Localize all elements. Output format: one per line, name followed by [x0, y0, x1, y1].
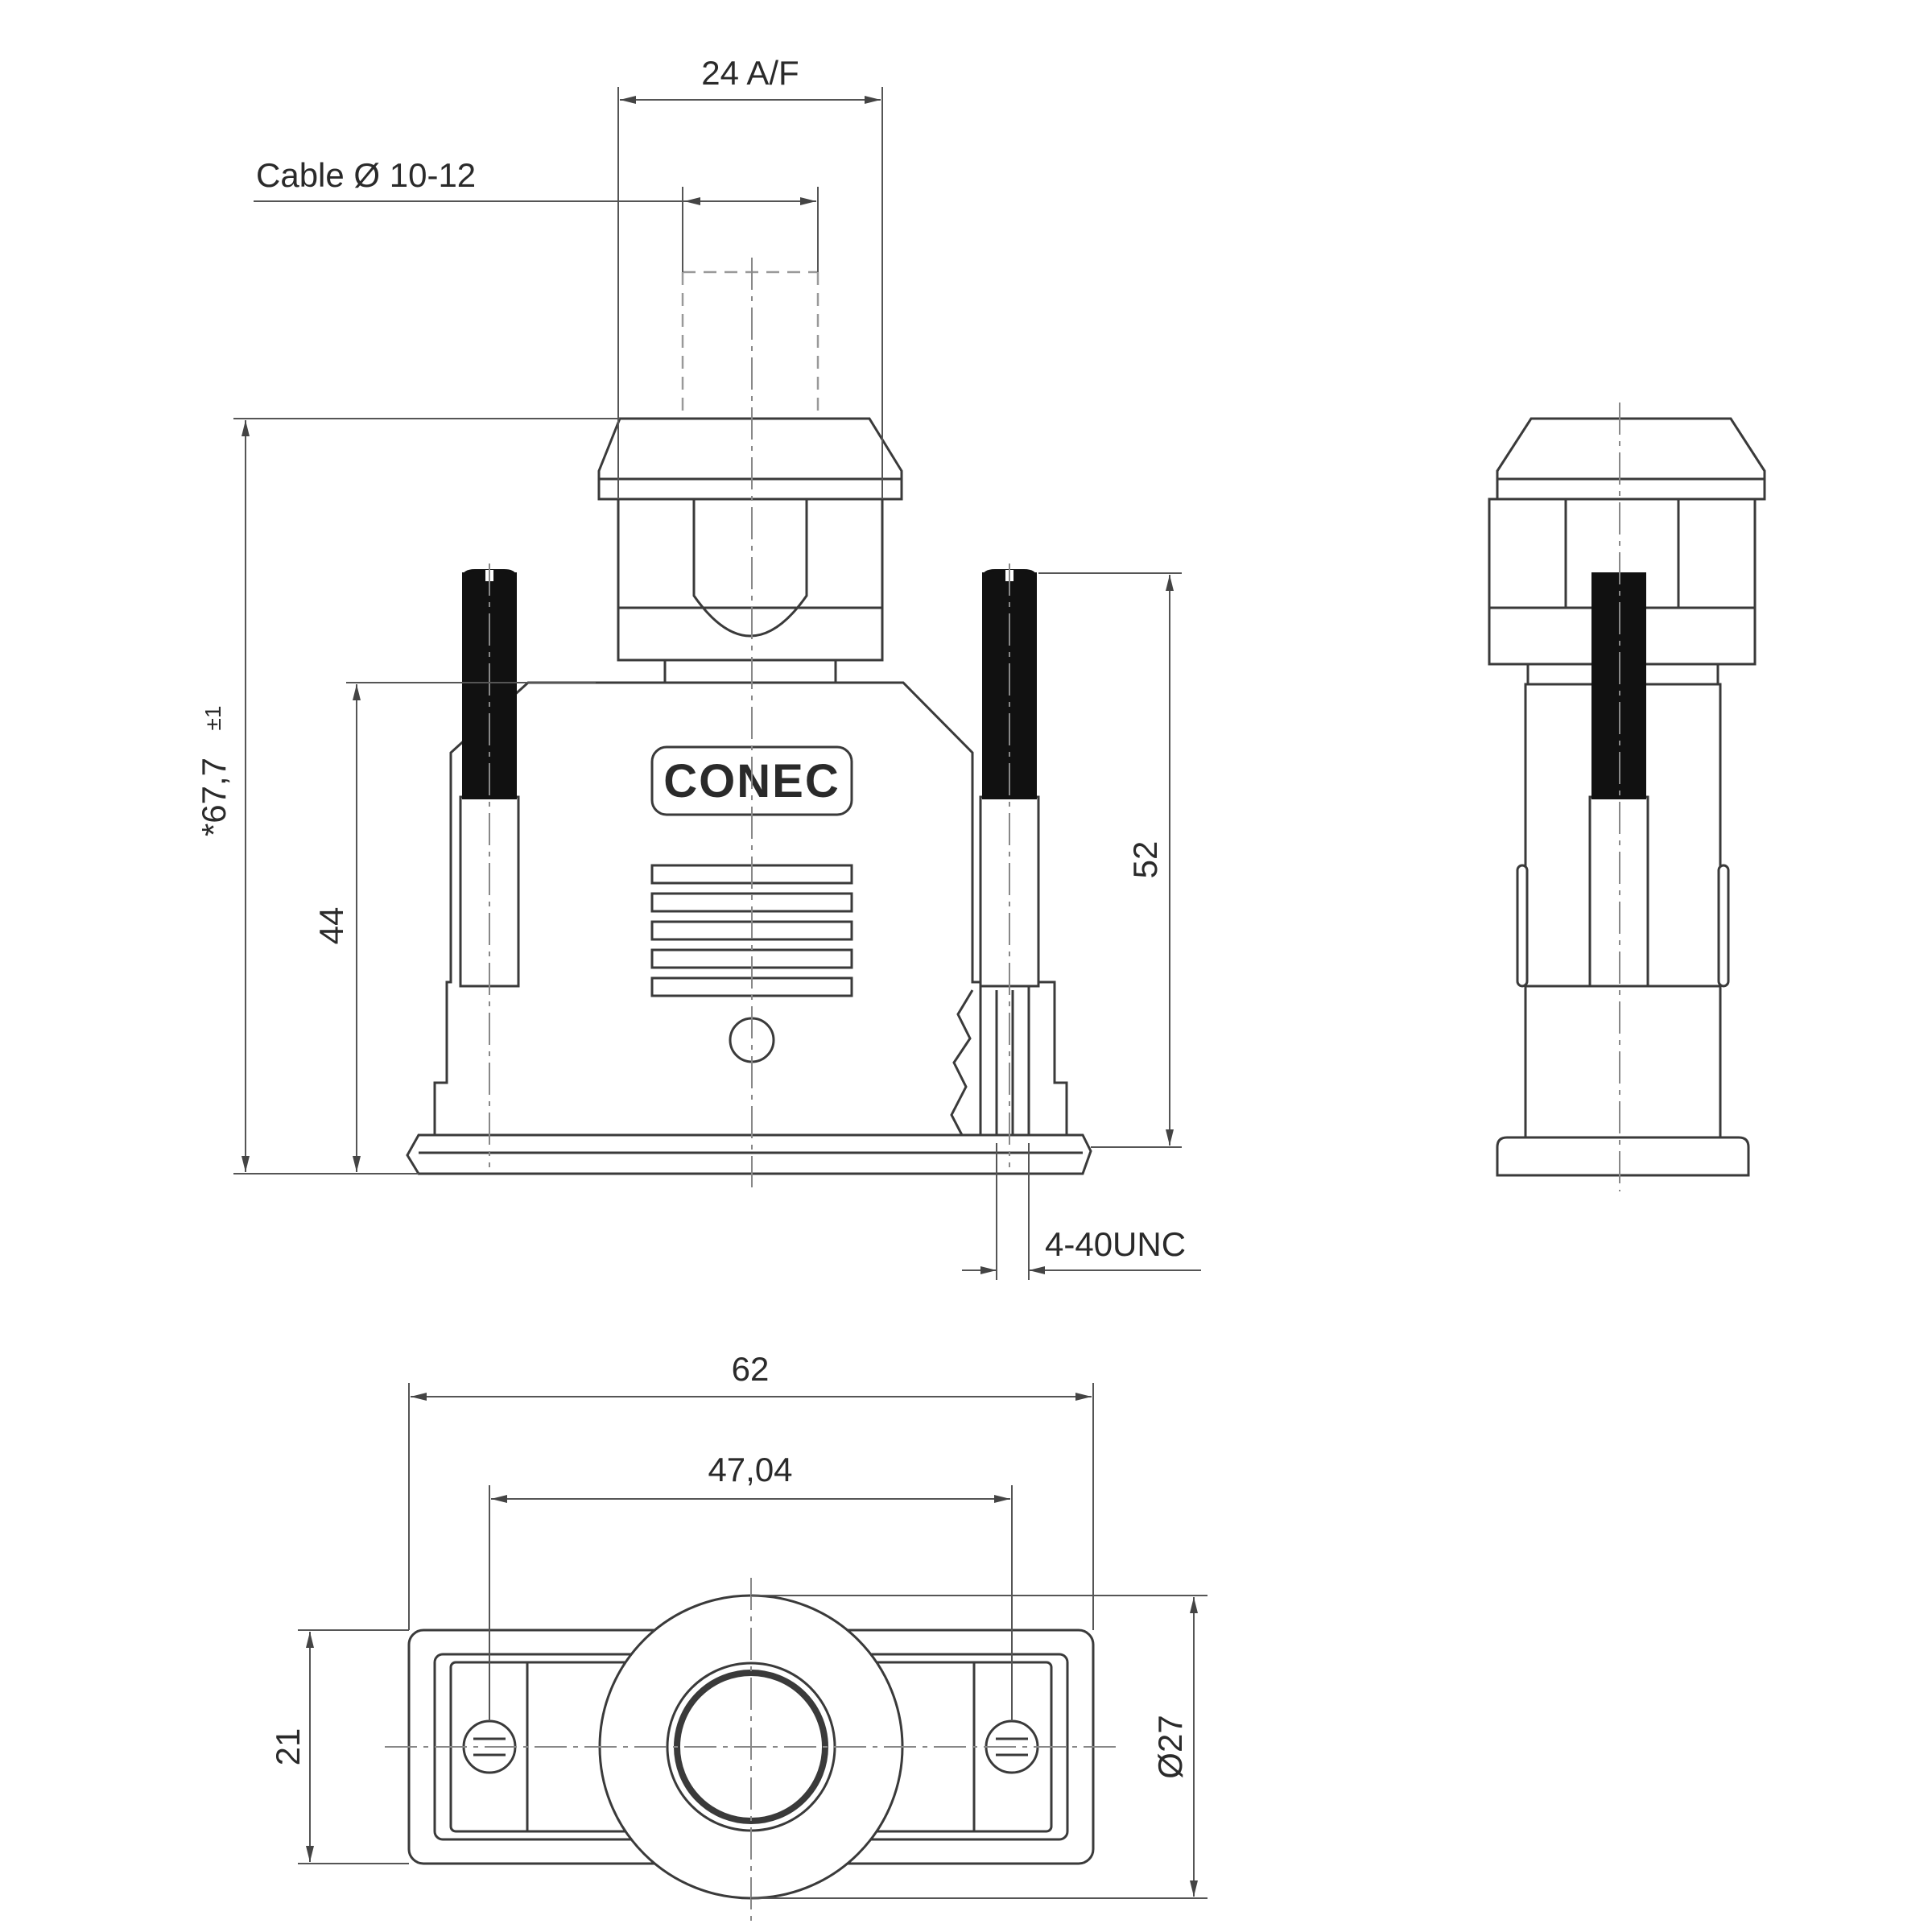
dimension-lines — [233, 87, 1208, 1899]
dim-shell-height-label: 44 — [312, 907, 350, 945]
dim-screw-height-label: 52 — [1126, 841, 1164, 879]
dim-depth-label: 21 — [269, 1728, 307, 1766]
bottom-view — [385, 1578, 1117, 1924]
side-view — [1488, 402, 1766, 1191]
dim-cable-label: Cable Ø 10-12 — [256, 156, 476, 194]
dim-overall-height-label: *67,7 — [195, 758, 233, 836]
dim-gland-diameter-label: Ø27 — [1151, 1715, 1189, 1778]
dim-af-label: 24 A/F — [701, 54, 799, 92]
dim-overall-height-tol: ±1 — [200, 706, 225, 731]
front-view: CONEC — [406, 258, 1092, 1187]
dim-width-label: 62 — [732, 1350, 770, 1388]
dim-thread-label: 4-40UNC — [1045, 1225, 1186, 1263]
side-ribs — [1516, 864, 1730, 988]
dim-pitch-label: 47,04 — [708, 1451, 792, 1488]
dim-overall-height: *67,7 ±1 — [195, 706, 233, 837]
